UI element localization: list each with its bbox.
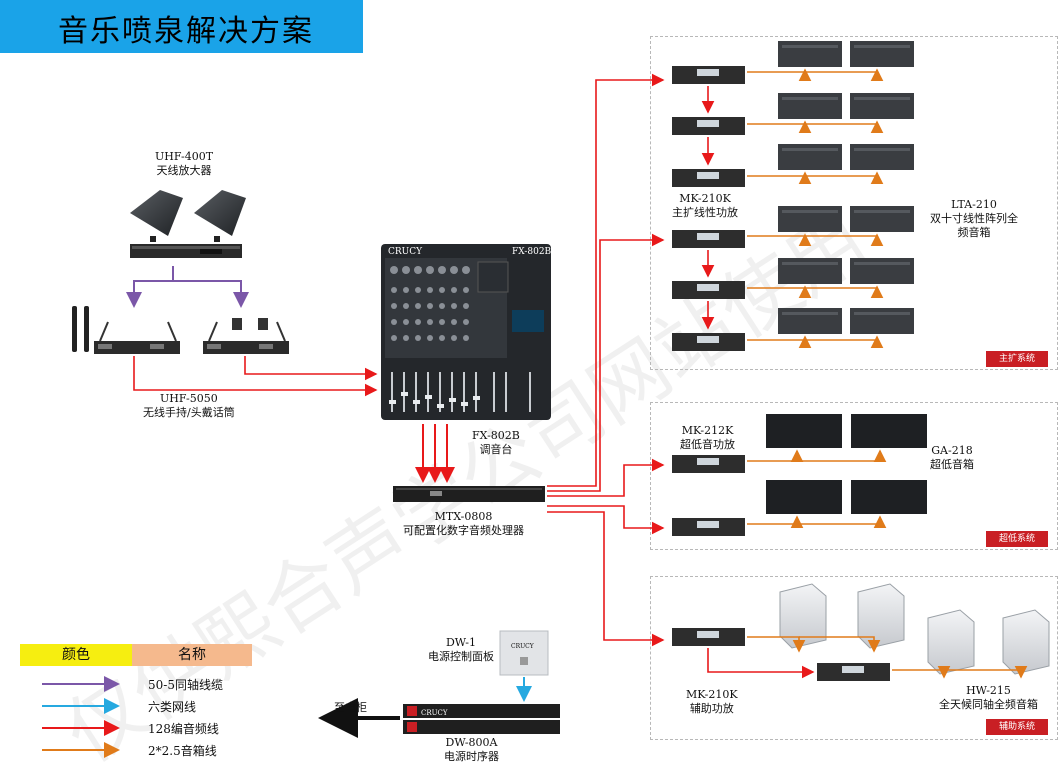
antenna-amp-model: UHF-400T <box>155 150 214 163</box>
aux-amp-icons <box>672 628 890 681</box>
main-system-zone <box>650 36 1058 370</box>
line-array-speaker-icons <box>778 41 914 334</box>
power-panel-icon <box>499 630 549 676</box>
aux-system-zone <box>650 576 1058 740</box>
sub-system-zone <box>650 402 1058 550</box>
mic-receiver-right-icon <box>203 318 289 354</box>
coaxial-speaker-icons <box>779 583 1050 675</box>
mic-model: UHF-5050 <box>160 392 218 405</box>
main-speaker-model: LTA-210 <box>951 198 997 211</box>
aux-system-tag: 辅助系统 <box>986 719 1048 735</box>
aux-speaker-model: HW-215 <box>966 684 1011 697</box>
mic-name: 无线手持/头戴话筒 <box>143 406 235 419</box>
power-panel-name: 电源控制面板 <box>428 650 494 663</box>
legend-row-label: 六类网线 <box>148 700 197 714</box>
to-cabinet-label: 至电柜 <box>334 701 367 714</box>
aux-amp-model: MK-210K <box>686 688 738 701</box>
system-diagram <box>42 41 1050 758</box>
mixer-model: FX-802B <box>472 429 520 442</box>
sub-speaker-name: 超低音箱 <box>930 458 974 471</box>
antenna-amp-icon <box>130 244 242 258</box>
aux-amp-label: MK-210K 辅助功放 <box>686 688 738 716</box>
legend-row-label: 128编音频线 <box>148 722 219 736</box>
aux-speaker-label: HW-215 全天候同轴全频音箱 <box>939 684 1038 712</box>
main-system-tag: 主扩系统 <box>986 351 1048 367</box>
mixer-icon <box>381 244 551 420</box>
sub-amp-name: 超低音功放 <box>680 438 735 451</box>
main-amp-label: MK-210K 主扩线性功放 <box>672 192 738 220</box>
power-panel-label: DW-1 电源控制面板 <box>428 636 494 664</box>
legend-name-header: 名称 <box>132 644 252 666</box>
aux-speaker-name: 全天候同轴全频音箱 <box>939 698 1038 711</box>
main-amp-model: MK-210K <box>679 192 731 205</box>
antenna-icon <box>130 190 246 242</box>
sub-speaker-model: GA-218 <box>931 444 973 457</box>
processor-name: 可配置化数字音频处理器 <box>403 524 524 537</box>
sequencer-brand: CRUCY <box>421 709 448 717</box>
power-sequencer-icon <box>403 704 560 734</box>
subwoofer-icons <box>766 414 927 514</box>
mic-receiver-left-icon <box>72 306 180 354</box>
main-speaker-label: LTA-210 双十寸线性阵列全 频音箱 <box>930 198 1018 240</box>
processor-label: MTX-0808 可配置化数字音频处理器 <box>403 510 524 538</box>
legend-row-label: 2*2.5音箱线 <box>148 744 217 758</box>
mic-label: UHF-5050 无线手持/头戴话筒 <box>143 392 235 420</box>
legend-row-label: 50-5同轴线缆 <box>148 678 223 692</box>
processor-icon <box>393 486 545 502</box>
mixer-brand: CRUCY <box>388 247 423 257</box>
power-panel-model: DW-1 <box>445 636 477 649</box>
mixer-badge: FX-802B <box>512 247 552 257</box>
legend-color-header: 颜色 <box>20 644 132 666</box>
main-speaker-name-line1: 双十寸线性阵列全 <box>930 212 1018 225</box>
page-title: 音乐喷泉解决方案 <box>58 14 314 49</box>
sub-speaker-label: GA-218 超低音箱 <box>930 444 974 472</box>
sequencer-model: DW-800A <box>445 736 498 749</box>
sub-amp-icons <box>672 455 745 536</box>
sub-amp-model: MK-212K <box>681 424 734 437</box>
mixer-name: 调音台 <box>479 443 513 456</box>
antenna-amp-name: 天线放大器 <box>156 164 212 177</box>
antenna-amp-label: UHF-400T 天线放大器 <box>155 150 213 178</box>
sub-system-tag: 超低系统 <box>986 531 1048 547</box>
sequencer-label: DW-800A 电源时序器 <box>444 736 499 764</box>
title-bar <box>0 0 363 53</box>
legend-lines <box>42 676 120 758</box>
sequencer-name: 电源时序器 <box>444 750 499 763</box>
mixer-label: FX-802B 调音台 <box>472 429 520 457</box>
main-amp-name: 主扩线性功放 <box>672 206 738 219</box>
processor-model: MTX-0808 <box>434 510 493 523</box>
main-amp-icons <box>672 66 745 351</box>
sub-amp-label: MK-212K 超低音功放 <box>680 424 735 452</box>
main-speaker-name-line2: 频音箱 <box>957 226 991 239</box>
power-panel-brand: CRUCY <box>511 643 534 650</box>
aux-amp-name: 辅助功放 <box>689 702 734 715</box>
